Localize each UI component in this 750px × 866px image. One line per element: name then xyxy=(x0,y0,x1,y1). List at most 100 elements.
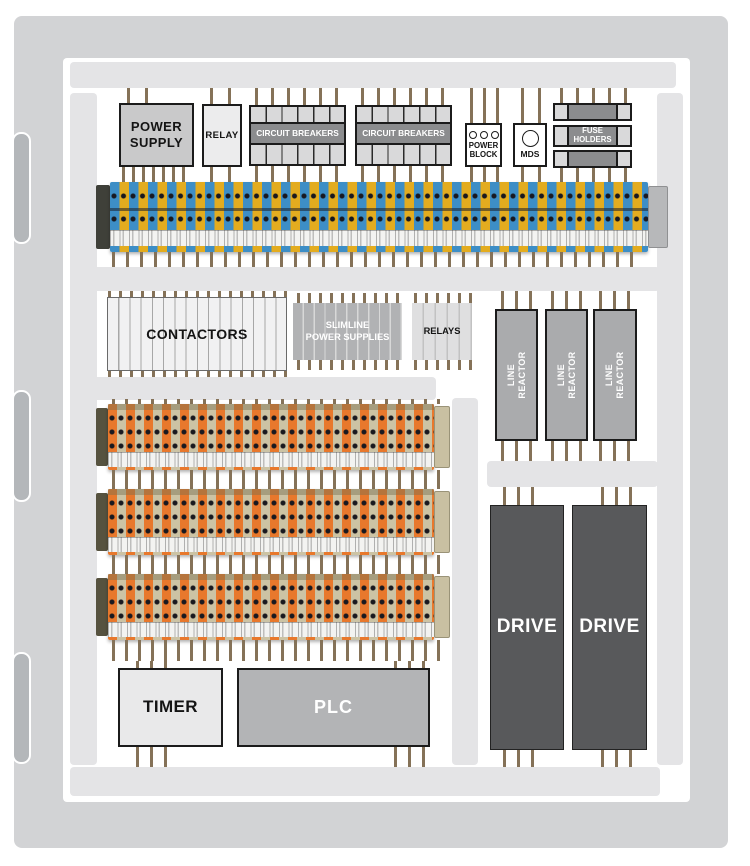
power-supply-block: POWER SUPPLY xyxy=(119,103,194,167)
terminal-screw-row xyxy=(108,582,434,594)
terminal-strip-end-cap-left xyxy=(96,493,108,551)
mds-block: MDS xyxy=(513,123,547,167)
terminal-label-band xyxy=(108,537,434,552)
drive-left-label: DRIVE xyxy=(496,616,558,638)
line-reactor-3-label: LINE REACTOR xyxy=(604,351,625,399)
relay-label: RELAY xyxy=(205,129,239,141)
slimline-power-supplies-block: SLIMLINE POWER SUPPLIES xyxy=(293,303,402,360)
wires-relays-top xyxy=(414,293,472,303)
terminal-screw-row xyxy=(108,610,434,622)
timer-block: TIMER xyxy=(118,668,223,747)
circuit-breakers-right-block: CIRCUIT BREAKERS xyxy=(355,105,452,166)
terminal-screw-row xyxy=(108,440,434,452)
terminal-strip-orange-1 xyxy=(96,404,450,470)
wires-relay-top xyxy=(210,88,231,104)
mds-circle xyxy=(521,130,539,148)
terminal-screw-row xyxy=(108,497,434,509)
drive-right-block: DRIVE xyxy=(572,505,647,750)
wires-cb-right-top xyxy=(361,88,444,105)
terminal-strip-end-cap-left xyxy=(96,185,110,249)
wires-mds-bottom xyxy=(521,167,541,183)
wires-plc-top xyxy=(394,661,425,668)
wires-fuse-holders-top xyxy=(560,88,627,103)
line-reactor-1-label: LINE REACTOR xyxy=(505,351,527,399)
cb-label-band: CIRCUIT BREAKERS xyxy=(357,122,450,145)
terminal-screw-row xyxy=(110,212,648,226)
fuse-holders-label: FUSE HOLDERS xyxy=(573,126,612,144)
wire-duct-vertical-mid xyxy=(452,398,478,765)
wires-contactors-top xyxy=(108,291,287,297)
wire-duct-left xyxy=(70,93,97,765)
wires-cb-left-bottom xyxy=(255,166,338,183)
terminal-strip-end-cap-left xyxy=(96,578,108,636)
wires-drive-right-top xyxy=(601,487,632,505)
line-reactor-2-label: LINE REACTOR xyxy=(555,351,577,399)
terminal-strip-end-cap-right xyxy=(434,491,450,553)
fuse-holder-bar xyxy=(553,150,632,168)
wires-relay-bottom xyxy=(210,167,231,183)
cb-top-cells xyxy=(251,107,344,122)
circuit-breakers-right-label: CIRCUIT BREAKERS xyxy=(362,127,445,138)
wires-mds-top xyxy=(521,88,541,123)
fuse-holder-bar: FUSE HOLDERS xyxy=(553,125,632,147)
wires-line-reactor-3-top xyxy=(599,291,630,309)
terminal-strip-body xyxy=(108,489,434,555)
wires-orange-strip-3-bottom xyxy=(112,640,440,661)
terminal-strip-body xyxy=(108,404,434,470)
wires-power-block-top xyxy=(470,88,499,123)
power-block-label: POWER BLOCK xyxy=(468,140,499,159)
fuse-holder-bar xyxy=(553,103,632,121)
line-reactor-3-block: LINE REACTOR xyxy=(593,309,637,441)
wires-line-reactor-2-bottom xyxy=(551,441,582,461)
wires-relays-bottom xyxy=(414,360,472,370)
plc-block: PLC xyxy=(237,668,430,747)
circuit-breakers-left-label: CIRCUIT BREAKERS xyxy=(256,127,339,138)
wires-fuse-holders-bottom xyxy=(560,168,627,183)
terminal-screw-row xyxy=(108,426,434,438)
wires-drive-right-bottom xyxy=(601,750,632,767)
terminal-circle xyxy=(468,130,477,139)
terminal-screw-row xyxy=(108,511,434,523)
strip-top-edge xyxy=(108,404,434,410)
wires-line-reactor-1-top xyxy=(501,291,532,309)
hinge-middle xyxy=(12,390,31,502)
power-supply-label: POWER SUPPLY xyxy=(129,119,184,150)
relays-label: RELAYS xyxy=(423,325,461,336)
wire-duct-mid-2 xyxy=(70,377,436,400)
terminal-strip-blue-yellow xyxy=(96,182,668,252)
wires-contactors-bottom xyxy=(108,371,287,377)
wires-power-supply-bottom xyxy=(122,167,185,183)
slimline-power-supplies-label: SLIMLINE POWER SUPPLIES xyxy=(305,320,390,342)
cb-label-band: CIRCUIT BREAKERS xyxy=(251,122,344,145)
power-block-terminals xyxy=(468,130,499,139)
terminal-screw-row xyxy=(108,525,434,537)
line-reactor-2-block: LINE REACTOR xyxy=(545,309,588,441)
wires-plc-bottom xyxy=(394,747,425,767)
terminal-screw-row xyxy=(110,189,648,203)
cb-top-cells xyxy=(357,107,450,122)
wire-duct-right-horizontal xyxy=(487,461,658,487)
wires-slimline-bottom xyxy=(297,360,399,370)
contactors-block: CONTACTORS xyxy=(107,297,287,371)
wire-duct-mid-1 xyxy=(70,267,660,291)
terminal-circle xyxy=(479,130,488,139)
terminal-label-band xyxy=(110,230,648,246)
wires-power-supply-top xyxy=(127,88,148,103)
terminal-strip-orange-3 xyxy=(96,574,450,640)
terminal-strip-end-cap-right xyxy=(434,406,450,468)
wires-power-block-bottom xyxy=(470,167,499,183)
wires-orange-strip-1-bottom xyxy=(112,470,440,489)
terminal-strip-body xyxy=(108,574,434,640)
line-reactor-1-block: LINE REACTOR xyxy=(495,309,538,441)
cb-bottom-cells xyxy=(251,145,344,164)
cb-bottom-cells xyxy=(357,145,450,164)
wires-drive-left-bottom xyxy=(503,750,534,767)
wires-slimline-top xyxy=(297,293,399,303)
mds-label: MDS xyxy=(520,149,540,160)
wires-line-reactor-2-top xyxy=(551,291,582,309)
terminal-screw-row xyxy=(108,596,434,608)
terminal-strip-orange-2 xyxy=(96,489,450,555)
wires-orange-strip-2-bottom xyxy=(112,555,440,574)
wires-timer-bottom xyxy=(136,747,167,767)
wires-terminal-strip-bottom xyxy=(112,252,633,267)
